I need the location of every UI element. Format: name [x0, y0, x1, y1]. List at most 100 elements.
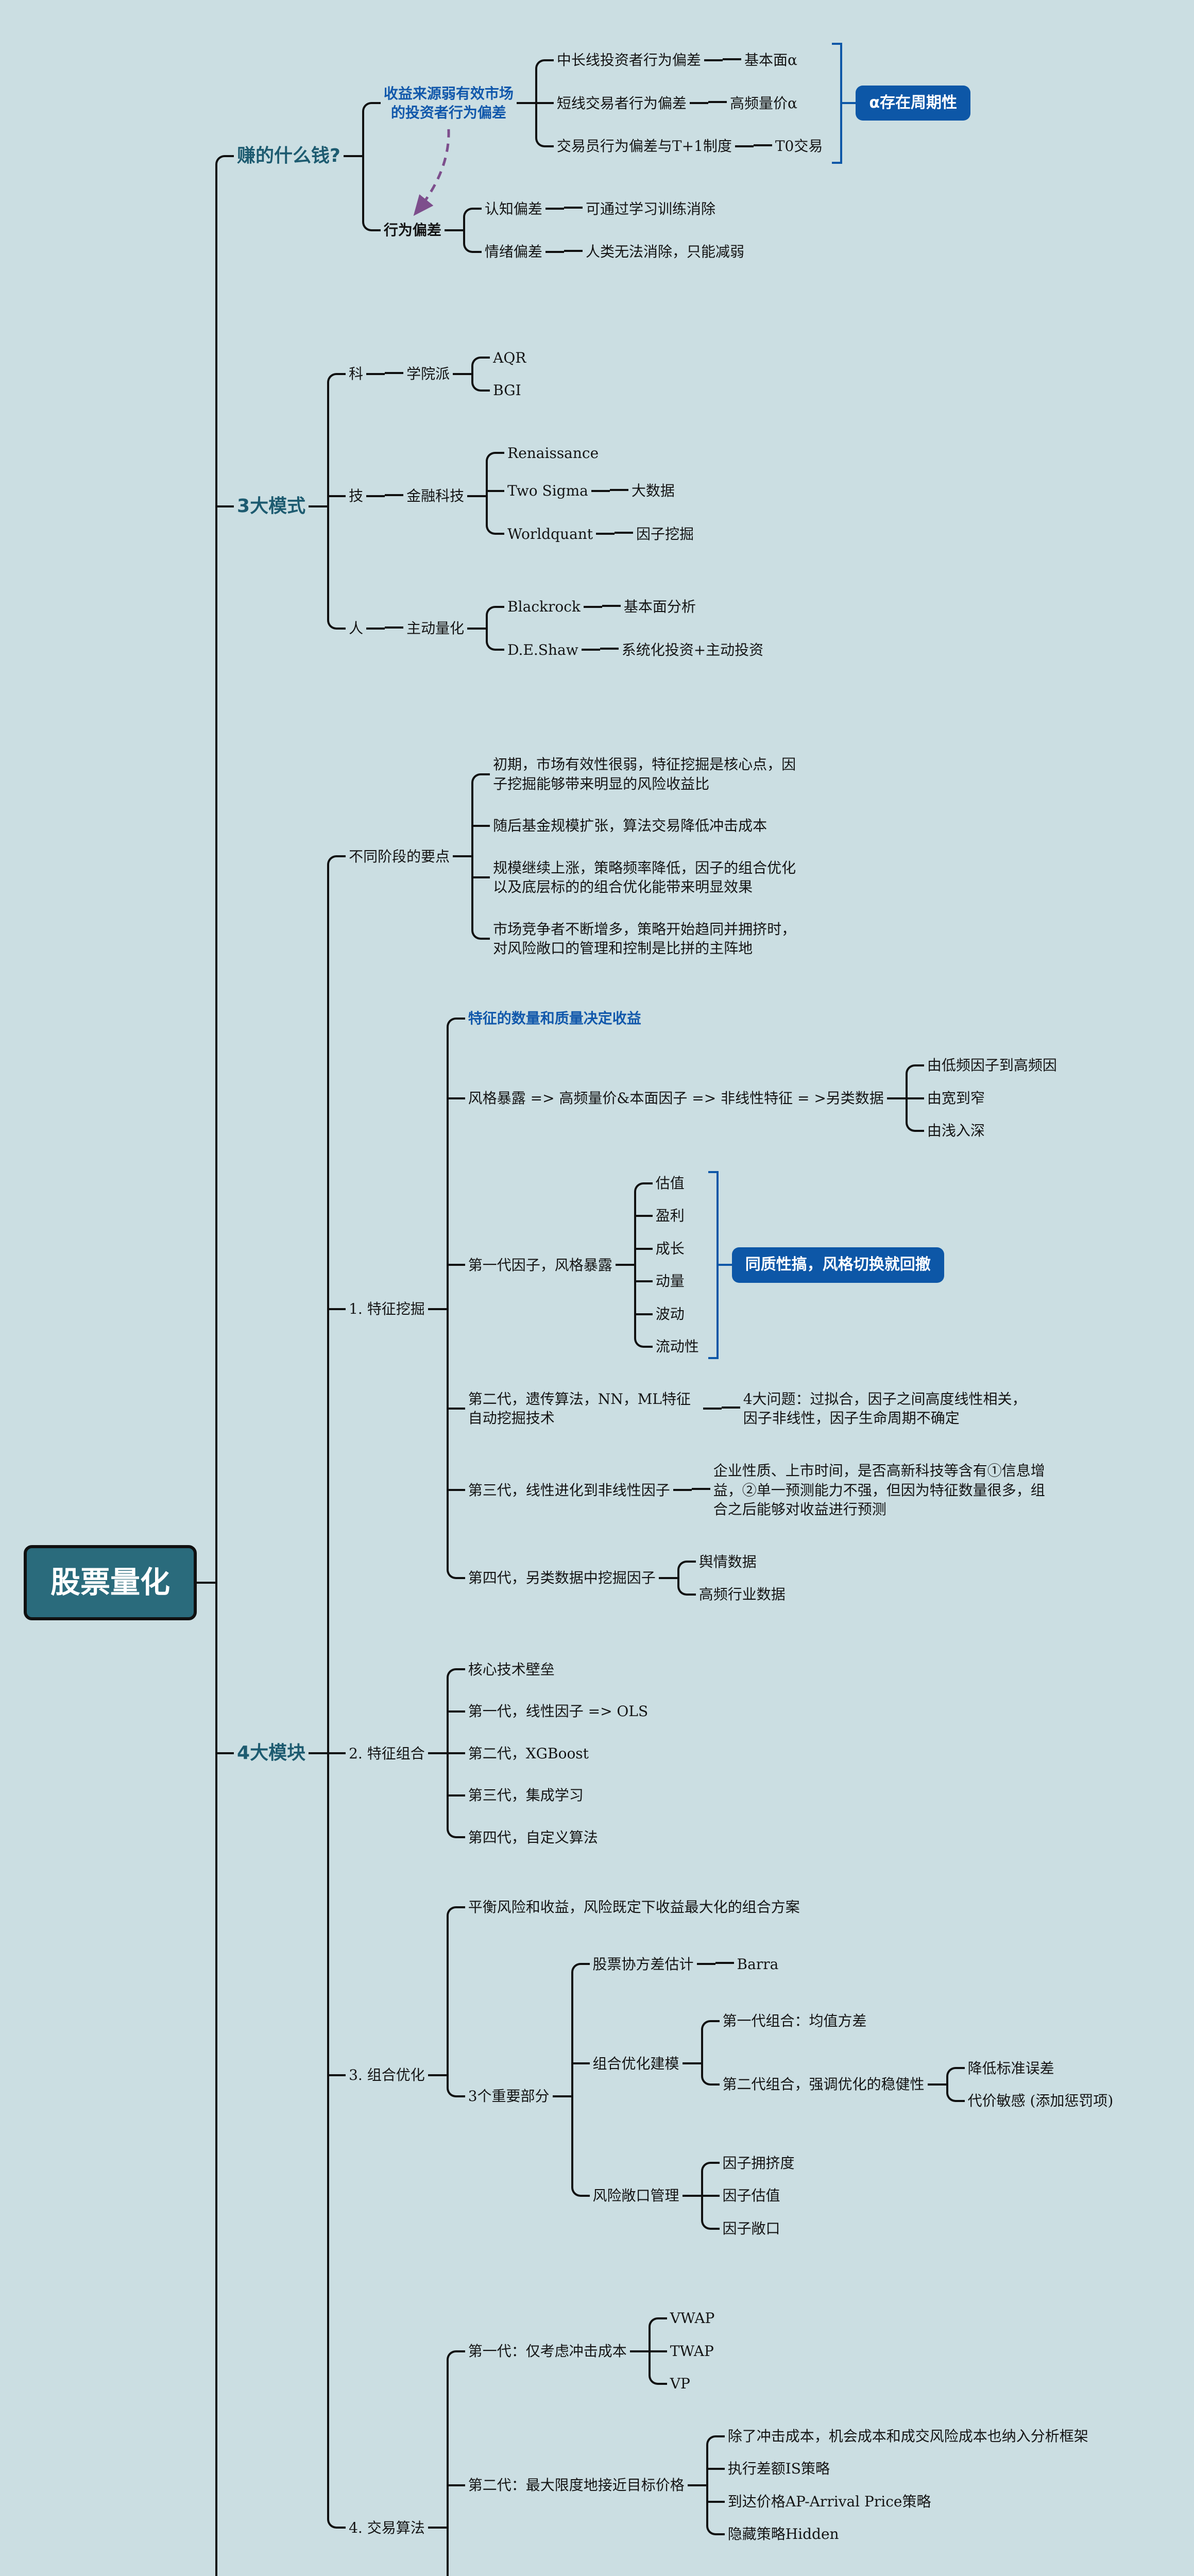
- mindmap-topic[interactable]: 到达价格AP-Arrival Price策略: [727, 2493, 931, 2510]
- branch-topic[interactable]: 赚的什么钱?: [237, 145, 340, 166]
- mindmap-topic[interactable]: 第二代，遗传算法，NN，ML特征自动挖掘技术: [468, 1390, 691, 1427]
- mindmap-topic[interactable]: 第一代因子，风格暴露: [468, 1256, 612, 1274]
- mindmap-topic[interactable]: 2. 特征组合: [349, 1744, 425, 1762]
- mindmap-topic[interactable]: BGI: [493, 382, 521, 399]
- mindmap-topic[interactable]: 由浅入深: [927, 1122, 985, 1140]
- mindmap-topic[interactable]: 第四代，自定义算法: [468, 1828, 598, 1846]
- mindmap-topic[interactable]: 规模继续上涨，策略频率降低，因子的组合优化以及底层标的的组合优化能带来明显效果: [493, 859, 796, 896]
- mindmap-topic[interactable]: 收益来源弱有效市场 的投资者行为偏差: [383, 84, 514, 122]
- mindmap-topic[interactable]: 平衡风险和收益，风险既定下收益最大化的组合方案: [468, 1899, 800, 1916]
- mindmap-topic[interactable]: 第三代，线性进化到非线性因子: [468, 1481, 670, 1499]
- children-group: 因子挖掘: [615, 518, 697, 551]
- mindmap-topic[interactable]: 可通过学习训练消除: [585, 200, 715, 217]
- mindmap-topic[interactable]: 短线交易者行为偏差: [556, 94, 687, 112]
- tree-row: 第一代：仅考虑冲击成本 VWAP TWAP VP: [446, 2292, 1091, 2410]
- mindmap-topic[interactable]: 因子拥挤度: [722, 2154, 795, 2172]
- branch-topic[interactable]: 4大模块: [237, 1742, 306, 1764]
- mindmap-topic[interactable]: 4大问题：过拟合，因子之间高度线性相关，因子非线性，因子生命周期不确定: [743, 1390, 1027, 1427]
- mindmap-topic[interactable]: 交易员行为偏差与T+1制度: [556, 138, 732, 155]
- mindmap-topic[interactable]: 代价敏感 (添加惩罚项): [967, 2092, 1114, 2110]
- mindmap-topic[interactable]: 由低频因子到高频因: [927, 1057, 1057, 1074]
- mindmap-topic[interactable]: 高频行业数据: [698, 1586, 786, 1603]
- mindmap-topic[interactable]: D.E.Shaw: [507, 641, 578, 658]
- mindmap-topic[interactable]: 行为偏差: [383, 222, 441, 239]
- mindmap-topic[interactable]: 第二代组合，强调优化的稳健性: [722, 2076, 925, 2093]
- mindmap-topic[interactable]: 4. 交易算法: [349, 2519, 425, 2536]
- mindmap-topic[interactable]: 股票协方差估计: [592, 1955, 694, 1973]
- mindmap-topic[interactable]: 第一代：仅考虑冲击成本: [468, 2342, 627, 2360]
- mindmap-topic[interactable]: 3个重要部分: [468, 2088, 550, 2105]
- mindmap-topic[interactable]: 降低标准误差: [967, 2059, 1054, 2077]
- mindmap-topic[interactable]: 情绪偏差: [484, 243, 542, 261]
- mindmap-topic[interactable]: 因子估值: [722, 2187, 780, 2205]
- mindmap-topic[interactable]: 由宽到窄: [927, 1089, 985, 1107]
- mindmap-topic[interactable]: 3. 组合优化: [349, 2066, 425, 2084]
- mindmap-topic[interactable]: 随后基金规模扩张，算法交易降低冲击成本: [493, 817, 767, 835]
- mindmap-topic[interactable]: 1. 特征挖掘: [349, 1300, 425, 1317]
- tree-row: D.E.Shaw 系统化投资+主动投资: [486, 628, 766, 672]
- mindmap-topic[interactable]: 中长线投资者行为偏差: [556, 52, 701, 69]
- mindmap-topic[interactable]: TWAP: [670, 2342, 714, 2360]
- branch-topic[interactable]: 3大模式: [237, 495, 306, 517]
- mindmap-topic[interactable]: 人类无法消除，只能减弱: [585, 243, 744, 261]
- mindmap-topic[interactable]: 不同阶段的要点: [349, 848, 450, 865]
- mindmap-topic[interactable]: 认知偏差: [484, 200, 542, 217]
- mindmap-topic[interactable]: Barra: [737, 1955, 779, 1973]
- mindmap-topic[interactable]: 核心技术壁垒: [468, 1660, 555, 1678]
- mindmap-topic[interactable]: 人: [349, 619, 364, 637]
- mindmap-topic[interactable]: 除了冲击成本，机会成本和成交风险成本也纳入分析框架: [727, 2427, 1088, 2445]
- mindmap-topic[interactable]: 科: [349, 365, 364, 383]
- mindmap-topic[interactable]: 舆情数据: [698, 1553, 757, 1570]
- summary-callout[interactable]: 同质性搞，风格切换就回撤: [731, 1247, 944, 1283]
- mindmap-topic[interactable]: Blackrock: [507, 598, 581, 616]
- mindmap-topic[interactable]: Two Sigma: [507, 482, 588, 500]
- mindmap-topic[interactable]: 基本面α: [744, 52, 797, 69]
- mindmap-topic[interactable]: 主动量化: [406, 619, 465, 637]
- children-group: 核心技术壁垒第一代，线性因子 => OLS 第二代，XGBoost 第三代，集成学习…: [446, 1649, 651, 1859]
- connector-line: [343, 155, 362, 157]
- mindmap-topic[interactable]: 高频量价α: [729, 94, 797, 112]
- mindmap-topic[interactable]: 流动性: [655, 1338, 699, 1355]
- mindmap-topic[interactable]: 企业性质、上市时间，是否高新科技等含有①信息增益，②单一预测能力不强，但因为特征…: [713, 1462, 1045, 1518]
- mindmap-topic[interactable]: 金融科技: [406, 487, 465, 505]
- topic-branch: 到达价格AP-Arrival Price策略: [725, 2490, 1091, 2513]
- mindmap-topic[interactable]: 市场竞争者不断增多，策略开始趋同并拥挤时，对风险敞口的管理和控制是比拼的主阵地: [493, 920, 796, 957]
- mindmap-topic[interactable]: VWAP: [670, 2310, 715, 2327]
- mindmap-topic[interactable]: 成长: [655, 1240, 685, 1257]
- tree-row: Worldquant 因子挖掘: [486, 512, 697, 556]
- mindmap-topic[interactable]: 系统化投资+主动投资: [621, 641, 764, 658]
- mindmap-topic[interactable]: Worldquant: [507, 525, 593, 543]
- mindmap-topic[interactable]: 风格暴露 => 高频量价&本面因子 => 非线性特征 = >另类数据: [468, 1089, 884, 1107]
- mindmap-topic[interactable]: 执行差额IS策略: [727, 2460, 830, 2478]
- mindmap-topic[interactable]: 技: [349, 487, 364, 505]
- mindmap-topic[interactable]: 第二代，XGBoost: [468, 1744, 589, 1762]
- mindmap-topic[interactable]: 第四代，另类数据中挖掘因子: [468, 1569, 656, 1587]
- mindmap-topic[interactable]: 因子挖掘: [636, 525, 694, 543]
- mindmap-topic[interactable]: 波动: [655, 1305, 685, 1323]
- mindmap-topic[interactable]: 隐藏策略Hidden: [727, 2526, 839, 2543]
- mindmap-topic[interactable]: 第三代，集成学习: [468, 1787, 584, 1804]
- summary-callout[interactable]: α存在周期性: [856, 86, 970, 121]
- mindmap-topic[interactable]: AQR: [493, 349, 526, 366]
- mindmap-topic[interactable]: 估值: [655, 1174, 685, 1192]
- mindmap-topic[interactable]: 第一代组合：均值方差: [722, 2012, 867, 2030]
- mindmap-topic[interactable]: VP: [670, 2375, 690, 2393]
- mindmap-topic[interactable]: 大数据: [631, 482, 675, 500]
- mindmap-topic[interactable]: 学院派: [406, 365, 450, 383]
- mindmap-topic[interactable]: 基本面分析: [623, 598, 696, 616]
- mindmap-topic[interactable]: 盈利: [655, 1207, 685, 1225]
- topic-branch: 4. 交易算法 第一代：仅考虑冲击成本 VWAP TWAP VP 第二代：最大限度地接近目…: [346, 2292, 1116, 2576]
- mindmap-topic[interactable]: 初期，市场有效性很弱，特征挖掘是核心点，因子挖掘能够带来明显的风险收益比: [493, 756, 796, 792]
- mindmap-topic[interactable]: 风险敞口管理: [592, 2187, 679, 2205]
- mindmap-topic[interactable]: 因子敞口: [722, 2219, 780, 2237]
- mindmap-topic[interactable]: 第一代，线性因子 => OLS: [468, 1703, 649, 1720]
- mindmap-topic[interactable]: 第二代：最大限度地接近目标价格: [468, 2477, 685, 2494]
- mindmap-topic[interactable]: 特征的数量和质量决定收益: [468, 1009, 641, 1027]
- mindmap-topic[interactable]: T0交易: [775, 138, 823, 155]
- mindmap-topic[interactable]: 组合优化建模: [592, 2055, 679, 2072]
- root-topic[interactable]: 股票量化: [24, 1545, 197, 1621]
- connector-line: [444, 229, 463, 232]
- topic-branch: 降低标准误差: [965, 2057, 1117, 2080]
- mindmap-topic[interactable]: 动量: [655, 1273, 685, 1290]
- mindmap-topic[interactable]: Renaissance: [507, 444, 599, 462]
